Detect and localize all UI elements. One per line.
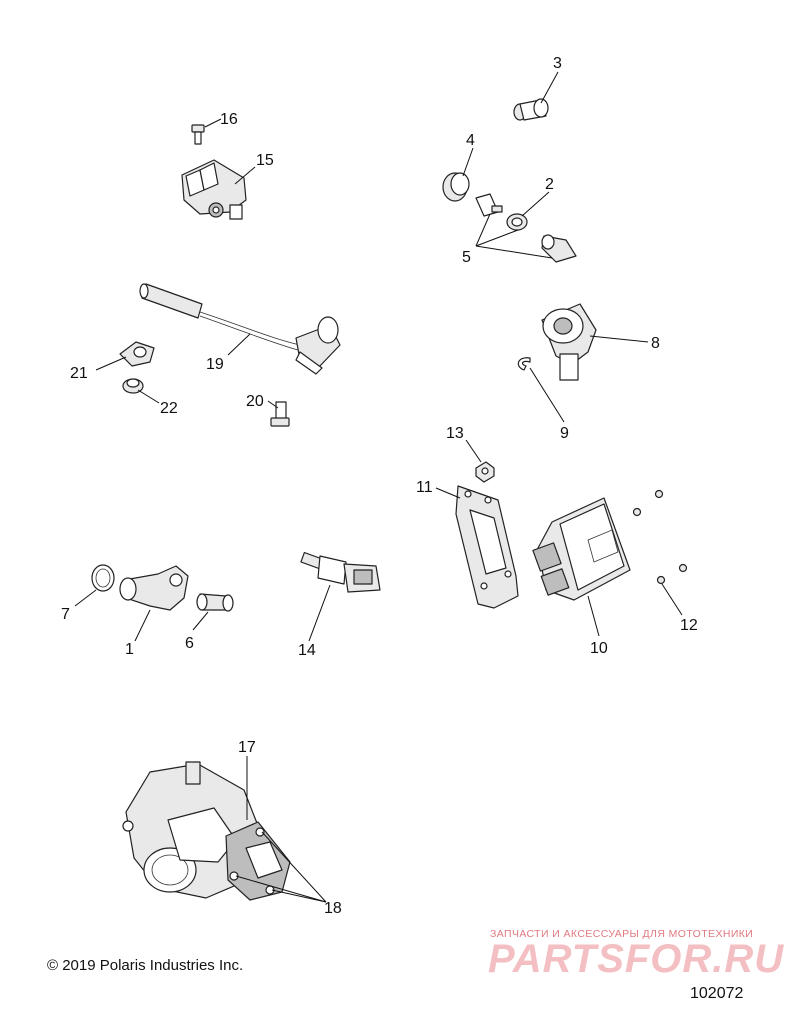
leader-lines (74, 71, 683, 903)
callout-12: 12 (680, 617, 698, 634)
part-6-spacer (196, 593, 234, 612)
part-20-bolt (270, 401, 290, 427)
part-4-cap (442, 172, 470, 202)
part-22-grommet (122, 378, 144, 394)
part-7-o-ring (91, 564, 115, 592)
part-1-cam-sensor (119, 565, 189, 611)
callout-13: 13 (446, 425, 464, 442)
callout-21: 21 (70, 365, 88, 382)
part-18-actuator (225, 821, 291, 901)
callout-17: 17 (238, 739, 256, 756)
callout-22: 22 (160, 400, 178, 417)
part-11-bracket (455, 485, 519, 609)
part-21-clip (119, 341, 155, 367)
part-10-ecu (532, 497, 631, 601)
callout-9: 9 (560, 425, 569, 442)
part-2-washer (506, 213, 528, 231)
callout-19: 19 (206, 356, 224, 373)
callout-8: 8 (651, 335, 660, 352)
callout-11: 11 (416, 479, 433, 496)
callout-1: 1 (125, 641, 134, 658)
part-13-nut (475, 461, 495, 483)
callout-15: 15 (256, 152, 274, 169)
diagram-number: 102072 (690, 985, 744, 1002)
callout-18: 18 (324, 900, 342, 917)
part-5-sensor (541, 234, 577, 263)
part-3-plug (513, 98, 549, 121)
watermark-tagline: ЗАПЧАСТИ И АКСЕССУАРЫ ДЛЯ МОТОТЕХНИКИ (490, 928, 754, 940)
callout-16: 16 (220, 111, 238, 128)
part-14-temp-sensor (300, 551, 381, 593)
callout-14: 14 (298, 642, 316, 659)
watermark-logo: PARTSFOR.RU (488, 937, 785, 981)
part-19-sensor-cable (139, 283, 341, 375)
callout-20: 20 (246, 393, 264, 410)
callout-6: 6 (185, 635, 194, 652)
callout-2: 2 (545, 176, 554, 193)
callout-5: 5 (462, 249, 471, 266)
part-16-bolt (191, 124, 205, 145)
callouts: 3 4 2 5 16 15 19 21 22 20 8 9 13 11 12 1… (61, 55, 698, 917)
part-15-map-sensor (181, 159, 247, 220)
copyright-text: © 2019 Polaris Industries Inc. (47, 957, 244, 974)
part-12-screws (632, 489, 688, 585)
callout-4: 4 (466, 132, 475, 149)
part-9-clip-ring (517, 357, 531, 371)
callout-7: 7 (61, 606, 70, 623)
callout-10: 10 (590, 640, 608, 657)
part-5-clip (475, 193, 503, 217)
part-8-knock-sensor (541, 303, 597, 381)
callout-3: 3 (553, 55, 562, 72)
